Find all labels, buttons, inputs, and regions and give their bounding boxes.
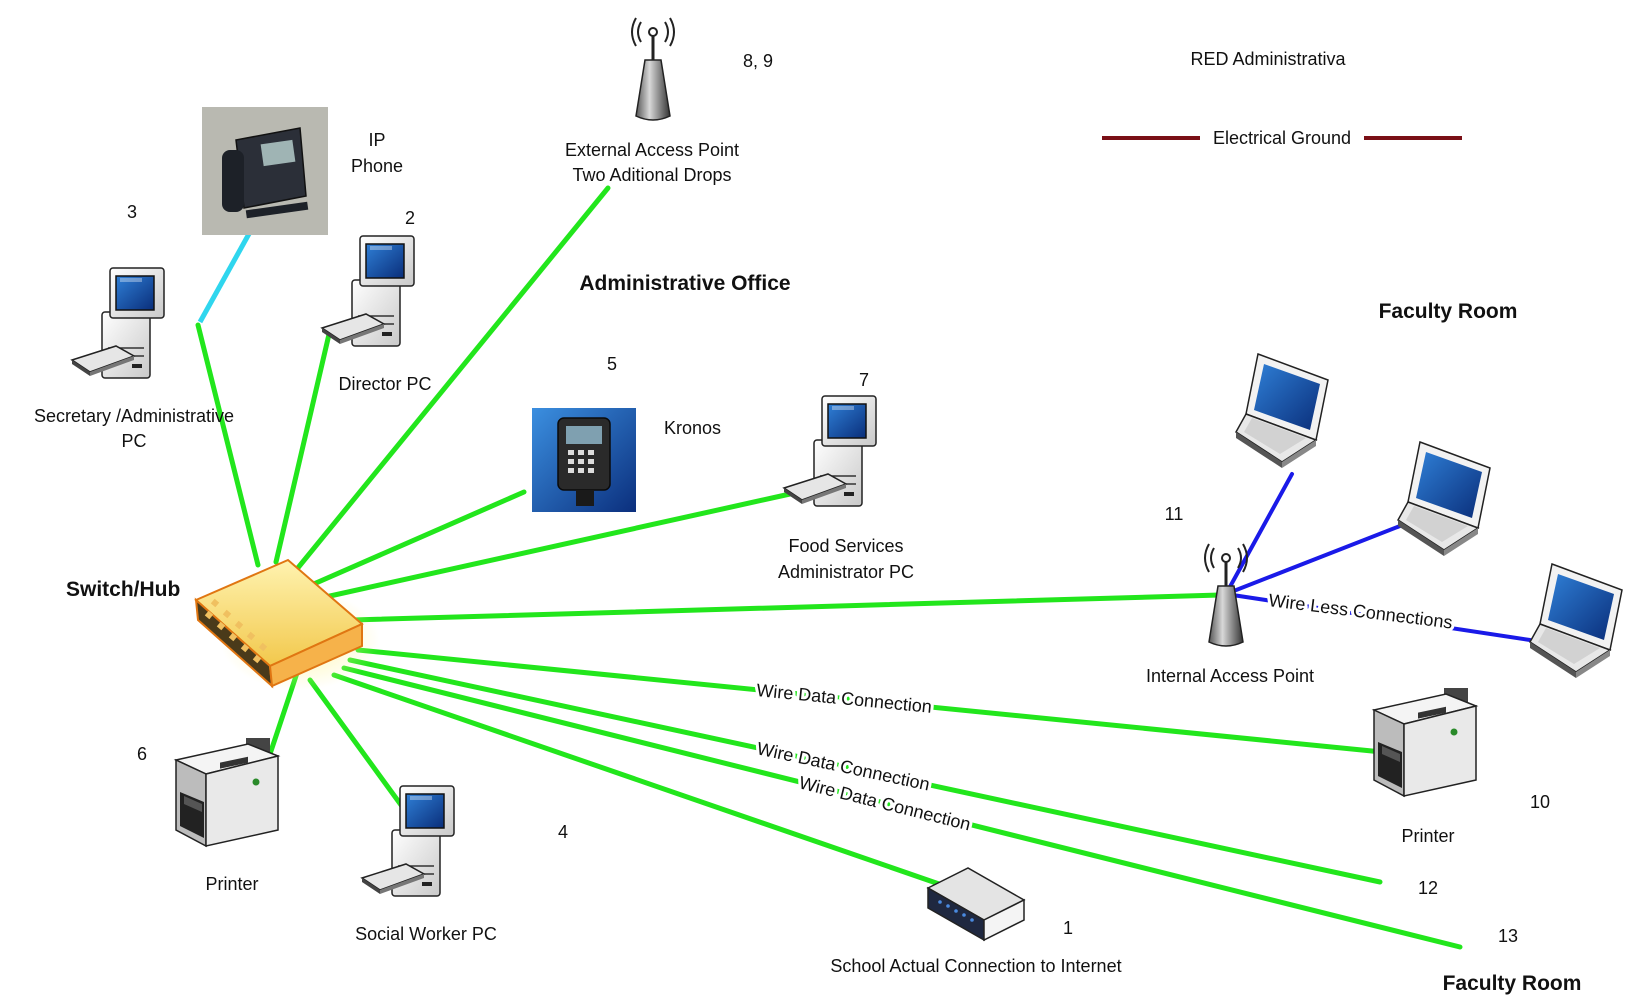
kronos-node: 5 Kronos xyxy=(532,354,721,512)
ip-phone-icon xyxy=(202,107,328,235)
internet-label: School Actual Connection to Internet xyxy=(830,956,1121,976)
printer-right-node: 10 Printer xyxy=(1373,687,1550,846)
laptop-node-1 xyxy=(1235,353,1329,469)
desktop-pc-icon xyxy=(361,785,455,897)
secretary-pc-label-2: PC xyxy=(121,431,146,451)
secretary-pc-label-1: Secretary /Administrative xyxy=(34,406,234,426)
access-point-icon xyxy=(630,16,676,122)
secretary-pc-number: 3 xyxy=(127,202,137,222)
desktop-pc-icon xyxy=(783,395,877,507)
desktop-pc-icon xyxy=(321,235,415,347)
laptop-node-2 xyxy=(1397,441,1491,557)
link-hub-drop-12 xyxy=(347,657,1383,885)
desktop-pc-icon xyxy=(71,267,165,379)
link-ap-laptop-2 xyxy=(1224,524,1402,596)
internal-ap-number: 11 xyxy=(1165,504,1184,524)
printer-left-node: 6 Printer xyxy=(137,737,279,894)
printer-right-number: 10 xyxy=(1530,792,1550,812)
external-ap-number: 8, 9 xyxy=(743,51,773,71)
food-services-label-1: Food Services xyxy=(788,536,903,556)
link-hub-internal-ap xyxy=(349,592,1223,623)
wire-data-connection-label-1: Wire Data Connection xyxy=(756,680,933,717)
connections xyxy=(195,185,1532,950)
switch-hub-node: Switch/Hub xyxy=(66,558,380,690)
link-hub-printer-right xyxy=(355,647,1385,755)
laptop-icon xyxy=(1397,441,1491,557)
director-pc-node: 2 Director PC xyxy=(321,208,432,394)
ip-phone-label-1: IP xyxy=(368,130,385,150)
laptop-icon xyxy=(1529,563,1623,679)
switch-hub-icon xyxy=(194,558,364,689)
food-services-pc-number: 7 xyxy=(859,370,869,390)
switch-hub-label: Switch/Hub xyxy=(66,578,180,601)
drop-13-number: 13 xyxy=(1498,926,1518,946)
secretary-pc-node: 3 Secretary /Administrative PC xyxy=(34,202,234,451)
time-clock-icon xyxy=(532,408,636,512)
link-ap-laptop-3 xyxy=(1224,592,1532,642)
link-hub-external-ap xyxy=(285,185,611,583)
printer-right-label: Printer xyxy=(1401,826,1454,846)
director-pc-number: 2 xyxy=(405,208,415,228)
printer-left-label: Printer xyxy=(205,874,258,894)
printer-icon xyxy=(175,737,279,847)
link-ap-laptop-1 xyxy=(1224,472,1294,596)
link-hub-social-worker xyxy=(307,677,415,823)
legend-ground-label: Electrical Ground xyxy=(1213,128,1351,148)
laptop-node-3 xyxy=(1529,563,1623,679)
section-administrative-office: Administrative Office xyxy=(579,272,790,295)
director-pc-label: Director PC xyxy=(338,374,431,394)
legend-red-label: RED Administrativa xyxy=(1190,49,1346,69)
internet-node: 1 School Actual Connection to Internet xyxy=(830,867,1122,976)
link-phone-to-secretary xyxy=(197,230,253,324)
link-hub-drop-13 xyxy=(341,665,1463,950)
section-faculty-room-bottom: Faculty Room xyxy=(1443,972,1582,995)
section-faculty-room-top: Faculty Room xyxy=(1379,300,1518,323)
ip-phone-node: IP Phone xyxy=(202,107,403,235)
social-worker-pc-number: 4 xyxy=(558,822,568,842)
kronos-label: Kronos xyxy=(664,418,721,438)
modem-icon xyxy=(926,867,1026,942)
social-worker-pc-node: 4 Social Worker PC xyxy=(355,785,568,944)
legend: RED Administrativa Electrical Ground xyxy=(1102,49,1462,148)
printer-left-number: 6 xyxy=(137,744,147,764)
external-ap-label-2: Two Aditional Drops xyxy=(572,165,731,185)
link-hub-secretary xyxy=(195,322,261,568)
drop-12-number: 12 xyxy=(1418,878,1438,898)
internal-ap-node: 11 Internal Access Point xyxy=(1146,504,1314,686)
internal-ap-label: Internal Access Point xyxy=(1146,666,1314,686)
food-services-label-2: Administrator PC xyxy=(778,562,914,582)
social-worker-pc-label: Social Worker PC xyxy=(355,924,497,944)
kronos-number: 5 xyxy=(607,354,617,374)
external-ap-node: 8, 9 External Access Point Two Aditional… xyxy=(565,16,773,185)
food-services-pc-node: 7 Food Services Administrator PC xyxy=(778,370,914,582)
wireless-connections-label: Wire Less Connections xyxy=(1268,590,1454,632)
link-hub-director xyxy=(273,327,333,565)
printer-icon xyxy=(1373,687,1477,797)
laptop-icon xyxy=(1235,353,1329,469)
ip-phone-label-2: Phone xyxy=(351,156,403,176)
internet-number: 1 xyxy=(1063,918,1073,938)
link-hub-kronos xyxy=(297,489,527,593)
link-hub-internet xyxy=(331,672,945,888)
external-ap-label-1: External Access Point xyxy=(565,140,739,160)
link-hub-food-services xyxy=(309,491,793,603)
